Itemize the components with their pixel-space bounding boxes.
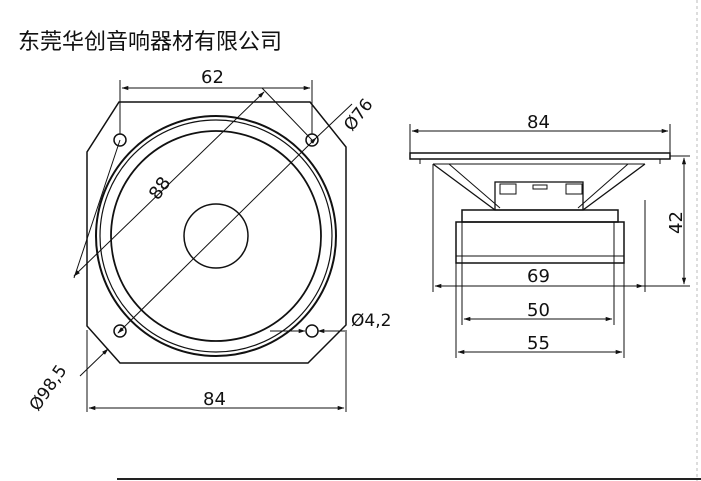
basket-left <box>432 163 496 211</box>
front-view <box>73 80 353 412</box>
ext-line-88-b <box>261 87 313 141</box>
mount-hole-bottom-right <box>305 324 319 338</box>
front-dim-hole-label: Ø4,2 <box>351 311 391 331</box>
side-top-plate <box>494 181 584 211</box>
side-flange <box>409 152 671 160</box>
front-dim-84-label: 84 <box>203 389 226 410</box>
front-dim-outer-label: Ø98,5 <box>26 361 72 414</box>
leader-98-5 <box>79 348 109 377</box>
side-magnet <box>455 221 625 264</box>
dim-line-76 <box>117 137 317 334</box>
side-terminal-right <box>565 183 583 195</box>
basket-right-inner <box>577 163 629 209</box>
basket-right <box>582 163 646 211</box>
company-name: 东莞华创音响器材有限公司 <box>18 30 283 55</box>
side-magnet-top <box>461 209 619 223</box>
basket-left-inner <box>448 163 501 209</box>
side-dim-50-label: 50 <box>527 300 550 321</box>
side-dim-55-label: 55 <box>527 333 550 354</box>
leader-76 <box>315 103 353 139</box>
side-terminal-left <box>499 183 517 195</box>
side-dim-69-label: 69 <box>527 266 550 287</box>
side-view <box>409 124 690 358</box>
side-terminal-mid <box>532 184 548 190</box>
side-dim-42-label: 42 <box>666 211 687 234</box>
front-dim-62-label: 62 <box>201 67 224 88</box>
front-dim-88-label: 88 <box>145 173 175 204</box>
front-dim-76-label: Ø76 <box>340 95 377 135</box>
side-dim-84-label: 84 <box>527 112 550 133</box>
